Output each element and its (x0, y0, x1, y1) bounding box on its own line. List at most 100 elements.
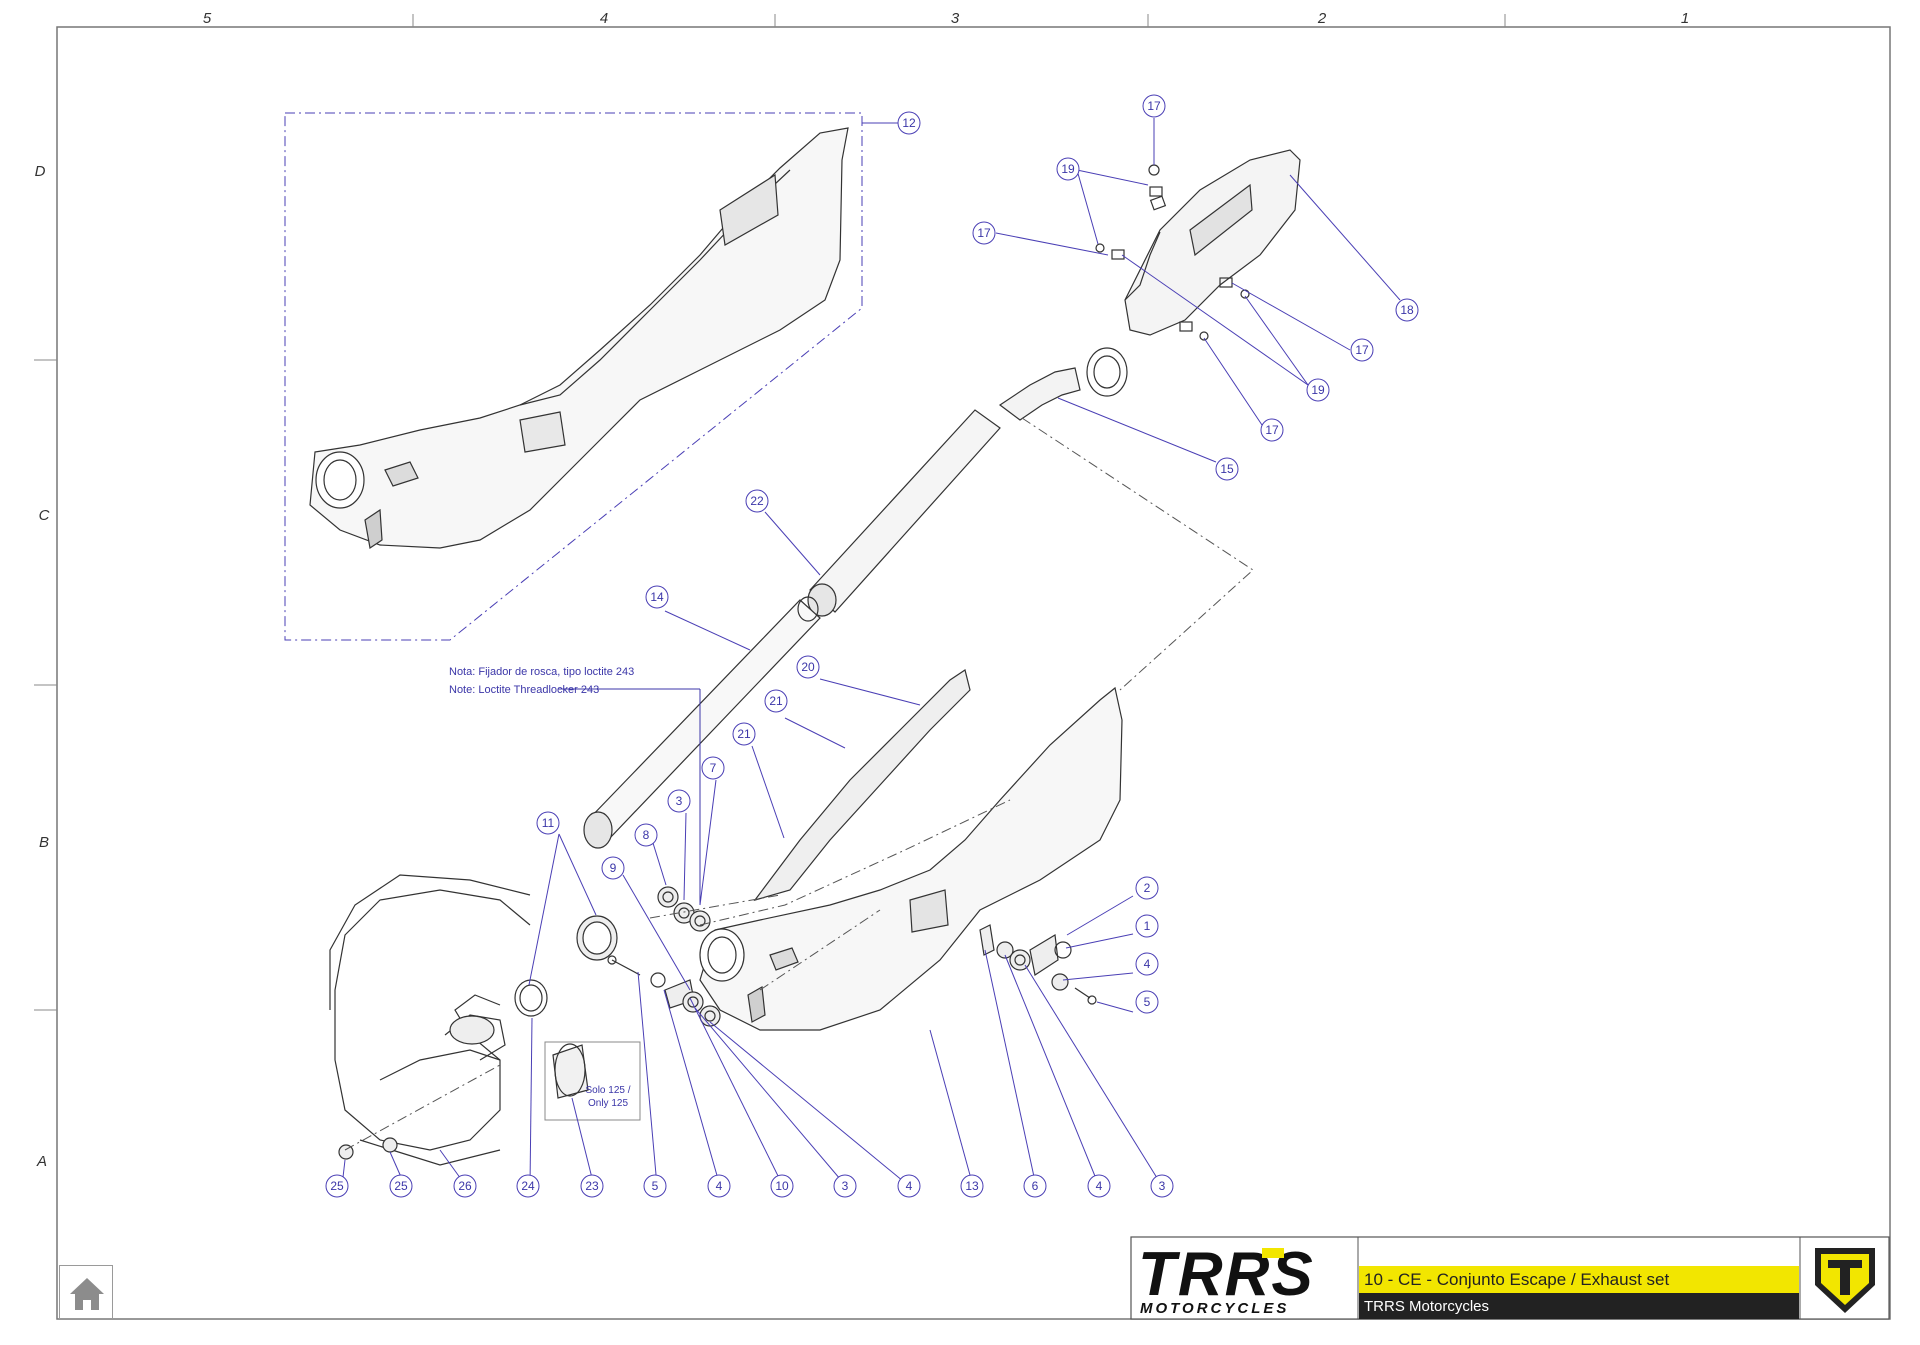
note-line-1: Nota: Fijador de rosca, tipo loctite 243 (449, 666, 634, 678)
callout-7: 7 (701, 756, 725, 780)
company-name: TRRS Motorcycles (1364, 1298, 1489, 1315)
svg-text:5: 5 (1144, 995, 1151, 1009)
svg-text:22: 22 (750, 494, 764, 508)
row-label-b: B (39, 834, 49, 851)
callout-18: 18 (1395, 298, 1419, 322)
svg-text:17: 17 (1147, 99, 1161, 113)
callout-5-bottom: 5 (643, 1174, 667, 1198)
svg-text:20: 20 (801, 660, 815, 674)
callout-5-right: 5 (1135, 990, 1159, 1014)
svg-text:9: 9 (610, 861, 617, 875)
svg-text:24: 24 (521, 1179, 535, 1193)
exploded-parts (309, 127, 1301, 1166)
column-label-3: 3 (951, 10, 960, 27)
callout-20: 20 (796, 655, 820, 679)
svg-text:21: 21 (737, 727, 751, 741)
svg-text:2: 2 (1144, 881, 1151, 895)
callout-bubbles: 12 17 19 17 18 17 19 17 15 22 14 20 21 2… (325, 94, 1419, 1198)
callout-9: 9 (601, 856, 625, 880)
svg-text:19: 19 (1311, 383, 1325, 397)
callout-25-b: 25 (389, 1174, 413, 1198)
callout-15: 15 (1215, 457, 1239, 481)
inner-baffle (753, 669, 971, 902)
home-icon (70, 1278, 104, 1310)
home-button[interactable] (59, 1265, 113, 1319)
callout-21-lower: 21 (732, 722, 756, 746)
outlet-elbow (998, 347, 1128, 421)
mounting-hardware (338, 886, 1097, 1160)
callout-23: 23 (580, 1174, 604, 1198)
svg-text:17: 17 (1355, 343, 1369, 357)
callout-19-right: 19 (1306, 378, 1330, 402)
callout-13: 13 (960, 1174, 984, 1198)
svg-text:17: 17 (977, 226, 991, 240)
callout-17-right: 17 (1350, 338, 1374, 362)
svg-text:23: 23 (585, 1179, 599, 1193)
svg-text:12: 12 (902, 116, 916, 130)
callout-11: 11 (536, 811, 560, 835)
trrs-shield-logo (1815, 1248, 1875, 1313)
perforated-core (583, 596, 821, 849)
svg-text:3: 3 (842, 1179, 849, 1193)
svg-text:11: 11 (542, 816, 555, 830)
only125-line-1: Solo 125 / (585, 1085, 630, 1096)
callout-14: 14 (645, 585, 669, 609)
svg-text:21: 21 (769, 694, 783, 708)
callout-3-bottom-a: 3 (833, 1174, 857, 1198)
silencer-housing (699, 686, 1123, 1031)
svg-text:5: 5 (652, 1179, 659, 1193)
drawing-frame (56, 26, 1891, 1320)
callout-6: 6 (1023, 1174, 1047, 1198)
svg-text:17: 17 (1265, 423, 1279, 437)
callout-4-bottom-c: 4 (1087, 1174, 1111, 1198)
leader-lines (341, 118, 1401, 1187)
svg-text:4: 4 (716, 1179, 723, 1193)
gaskets (514, 915, 641, 1121)
svg-text:25: 25 (394, 1179, 408, 1193)
packing-sleeve (807, 409, 1001, 617)
brand-logo-text: TRRS (1138, 1240, 1315, 1309)
column-label-5: 5 (203, 10, 212, 27)
callout-8: 8 (634, 823, 658, 847)
svg-text:4: 4 (1096, 1179, 1103, 1193)
callout-3-upper: 3 (667, 789, 691, 813)
svg-text:26: 26 (458, 1179, 472, 1193)
column-ticks (34, 14, 1506, 1011)
drawing-title: 10 - CE - Conjunto Escape / Exhaust set (1364, 1270, 1669, 1289)
callout-10: 10 (770, 1174, 794, 1198)
svg-text:4: 4 (1144, 957, 1151, 971)
callout-3-bottom-b: 3 (1150, 1174, 1174, 1198)
column-label-2: 2 (1317, 10, 1327, 27)
callout-21-upper: 21 (764, 689, 788, 713)
svg-text:6: 6 (1032, 1179, 1039, 1193)
threadlocker-note: Nota: Fijador de rosca, tipo loctite 243… (449, 666, 701, 1109)
callout-17-bottom: 17 (1260, 418, 1284, 442)
brand-accent (1262, 1248, 1284, 1258)
title-block: TRRS MOTORCYCLES 10 - CE - Conjunto Esca… (1130, 1236, 1890, 1320)
svg-text:10: 10 (775, 1179, 789, 1193)
callout-22: 22 (745, 489, 769, 513)
callout-2: 2 (1135, 876, 1159, 900)
svg-text:13: 13 (965, 1179, 979, 1193)
callout-4-bottom-a: 4 (707, 1174, 731, 1198)
column-label-4: 4 (600, 10, 608, 27)
only125-line-2: Only 125 (588, 1098, 628, 1109)
row-label-d: D (35, 163, 46, 180)
callout-25-a: 25 (325, 1174, 349, 1198)
callout-4-bottom-b: 4 (897, 1174, 921, 1198)
end-cap-fasteners (1095, 164, 1250, 341)
callout-12: 12 (897, 111, 921, 135)
callout-19-top: 19 (1056, 157, 1080, 181)
svg-text:4: 4 (906, 1179, 913, 1193)
callout-4-right: 4 (1135, 952, 1159, 976)
assembly-lines (284, 112, 1254, 1151)
svg-text:14: 14 (650, 590, 664, 604)
callout-17-top: 17 (1142, 94, 1166, 118)
brand-subtitle: MOTORCYCLES (1140, 1300, 1289, 1317)
callout-17-left: 17 (972, 221, 996, 245)
callout-1: 1 (1135, 914, 1159, 938)
svg-text:25: 25 (330, 1179, 344, 1193)
svg-text:8: 8 (643, 828, 650, 842)
svg-text:3: 3 (1159, 1179, 1166, 1193)
